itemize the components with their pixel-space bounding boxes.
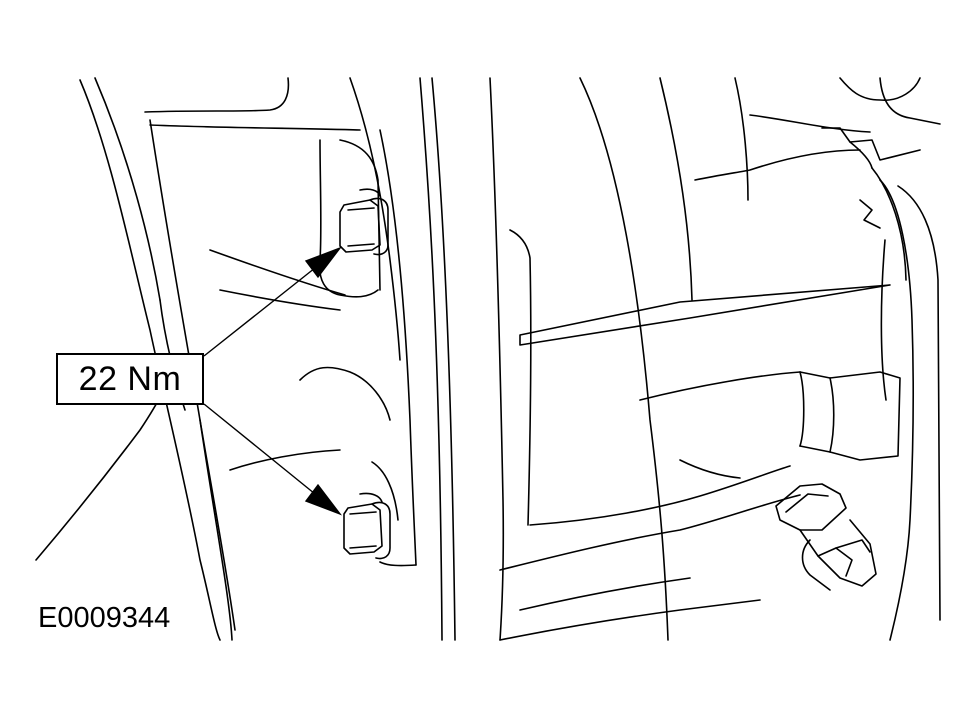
figure-id: E0009344 — [38, 602, 171, 634]
right-housing — [499, 77, 941, 641]
leader-lower — [203, 403, 321, 499]
leader-upper — [203, 263, 321, 357]
arrowhead-lower — [304, 483, 343, 516]
electrical-connector — [775, 483, 877, 591]
center-frame — [489, 77, 532, 641]
callout-leaders — [203, 246, 343, 516]
torque-callout: 22 Nm — [56, 353, 204, 405]
mounting-bracket — [144, 77, 456, 641]
upper-bolt — [339, 188, 389, 256]
torque-label: 22 Nm — [78, 359, 182, 398]
arrowhead-upper — [304, 246, 343, 279]
lower-bolt — [343, 492, 391, 560]
